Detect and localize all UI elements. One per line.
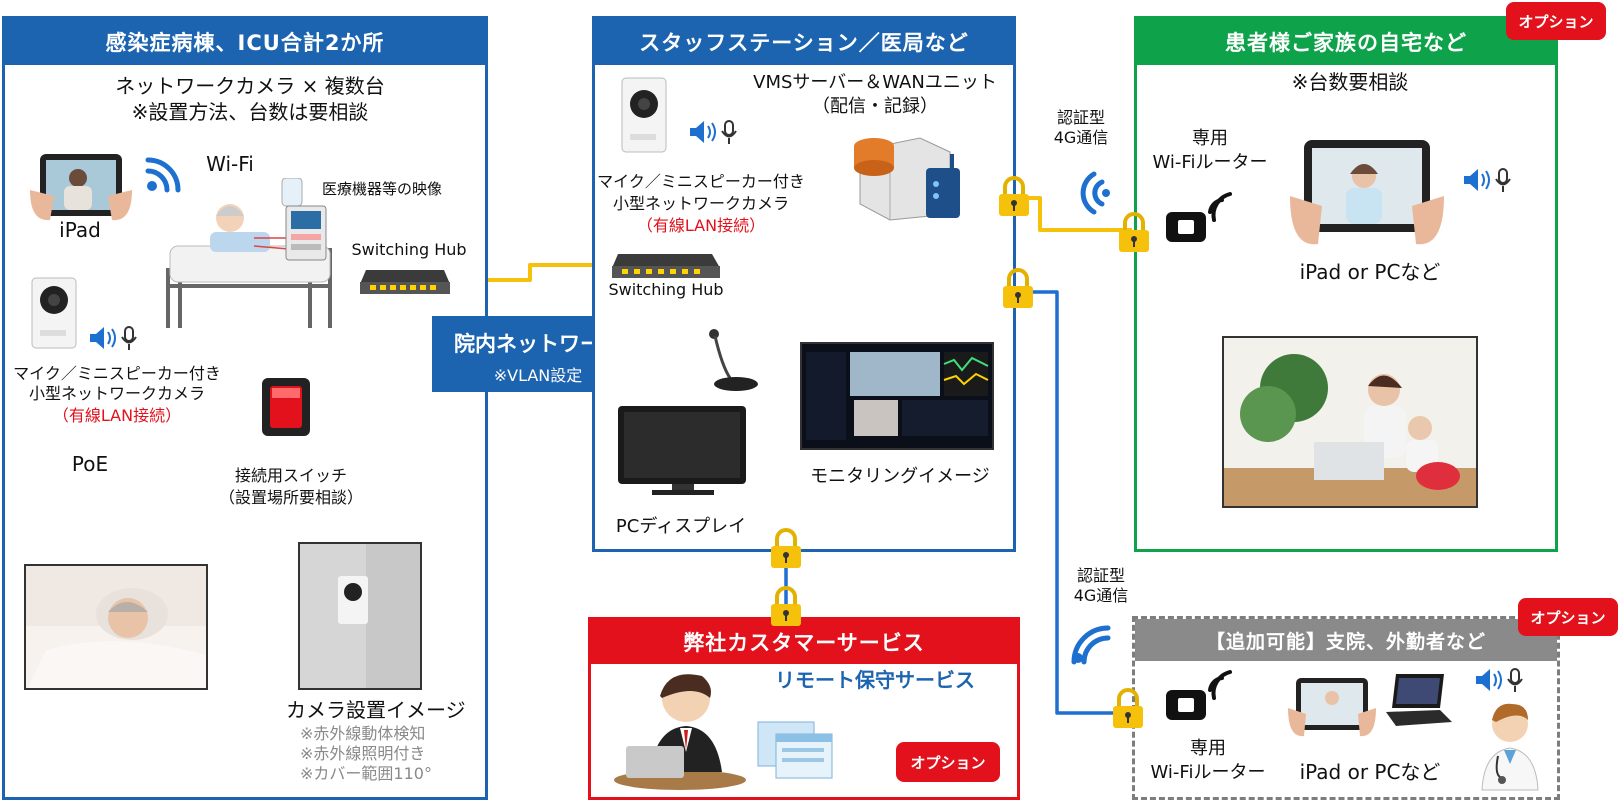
install-title: カメラ設置イメージ: [286, 698, 466, 722]
install-note3: ※カバー範囲110°: [300, 764, 432, 783]
vlan-label: ※VLAN設定: [493, 366, 583, 385]
switching-hub-icon: [360, 270, 450, 294]
poe-label: PoE: [71, 452, 109, 476]
family-photo: [1222, 336, 1478, 508]
branch-router-line1: 専用: [1190, 738, 1226, 759]
branch-option-badge: オプション: [1518, 598, 1618, 636]
station-cam-line3: （有線LAN接続）: [636, 216, 766, 235]
ward-minicam-line2: 小型ネットワークカメラ: [28, 384, 205, 403]
ward-hub-label: Switching Hub: [351, 240, 467, 259]
4g-signal-icon-bottom: [1071, 625, 1111, 665]
branch-device-label: iPad or PCなど: [1299, 760, 1441, 784]
ward-minicam-line3: （有線LAN接続）: [52, 406, 182, 425]
lock-icon: [771, 528, 801, 568]
network-camera-icon: [31, 277, 77, 349]
home-router-line1: 専用: [1192, 128, 1228, 149]
support-staff-icon: [614, 674, 746, 790]
wifi-icon: [145, 157, 181, 193]
poe-switch-icon: [262, 378, 310, 436]
auth-bottom-line2: 4G通信: [1073, 586, 1129, 605]
panel-ward-title: 感染症病棟、ICU合計2か所: [5, 19, 485, 65]
switch-label-line2: （設置場所要相談）: [218, 488, 363, 507]
lock-icon: [1119, 212, 1149, 252]
pc-display-icon: [618, 406, 746, 495]
doctor-icon: [1481, 703, 1539, 791]
ward-camera-line1: ネットワークカメラ × 複数台: [115, 74, 385, 98]
remote-service-label: リモート保守サービス: [775, 668, 975, 692]
monitoring-label: モニタリングイメージ: [810, 466, 990, 487]
install-note1: ※赤外線動体検知: [300, 724, 426, 743]
ward-camera-line2: ※設置方法、台数は要相談: [131, 100, 369, 124]
branch-router-line2: Wi-Fiルーター: [1150, 762, 1266, 783]
browser-windows-icon: [757, 721, 833, 779]
home-speaker-mic-icon: [1464, 168, 1511, 192]
lock-icon: [1113, 688, 1143, 728]
ipad-label: iPad: [59, 218, 101, 242]
branch-speaker-mic-icon: [1476, 668, 1523, 692]
vms-label-line2: （配信・記録）: [812, 96, 938, 117]
lock-icon: [999, 176, 1029, 216]
desk-microphone-icon: [709, 329, 758, 391]
station-camera-icon: [621, 77, 667, 153]
wan-unit-icon: [926, 154, 960, 218]
panel-station-title: スタッフステーション／医局など: [595, 19, 1013, 65]
station-hub-icon: [612, 254, 720, 278]
auth-top-line2: 4G通信: [1053, 128, 1109, 147]
lock-icon: [1003, 268, 1033, 308]
panel-home-title: 患者様ご家族の自宅など: [1137, 19, 1555, 65]
panel-branch-title: 【追加可能】支院、外勤者など: [1135, 619, 1557, 661]
switch-label-line1: 接続用スイッチ: [234, 466, 347, 485]
ward-minicam-line1: マイク／ミニスピーカー付き: [13, 364, 221, 383]
home-option-badge: オプション: [1506, 2, 1606, 40]
station-cam-line2: 小型ネットワークカメラ: [612, 194, 789, 213]
install-note2: ※赤外線照明付き: [300, 744, 426, 763]
branch-tablet-icon: [1288, 678, 1376, 737]
station-hub-label: Switching Hub: [608, 280, 724, 299]
auth-bottom-line1: 認証型: [1076, 566, 1125, 585]
home-count-note: ※台数要相談: [1291, 70, 1409, 94]
station-cam-line1: マイク／ミニスピーカー付き: [597, 172, 805, 191]
medical-video-label: 医療機器等の映像: [321, 180, 442, 198]
speaker-mic-icon: [90, 326, 137, 350]
medical-equipment-icon: [285, 205, 327, 261]
wifi-label: Wi-Fi: [206, 152, 254, 176]
patient-photo: [24, 564, 208, 690]
lock-icon: [771, 586, 801, 626]
station-speaker-mic-icon: [690, 120, 737, 144]
4g-signal-icon: [1080, 171, 1110, 215]
home-wifi-router-icon: [1166, 192, 1232, 242]
ipad-icon: [30, 154, 132, 221]
auth-top-line1: 認証型: [1056, 108, 1105, 127]
branch-wifi-router-icon: [1166, 670, 1232, 720]
vms-label-line1: VMSサーバー＆WANユニット: [753, 72, 997, 93]
home-router-line2: Wi-Fiルーター: [1152, 152, 1268, 173]
panel-service-title: 弊社カスタマーサービス: [591, 620, 1017, 664]
camera-install-photo: [298, 542, 422, 690]
pc-display-label: PCディスプレイ: [615, 516, 747, 537]
branch-laptop-icon: [1386, 674, 1452, 726]
service-option-badge: オプション: [896, 742, 1000, 782]
monitoring-screen: [800, 342, 994, 450]
home-tablet-icon: [1290, 140, 1444, 245]
home-device-label: iPad or PCなど: [1299, 260, 1441, 284]
